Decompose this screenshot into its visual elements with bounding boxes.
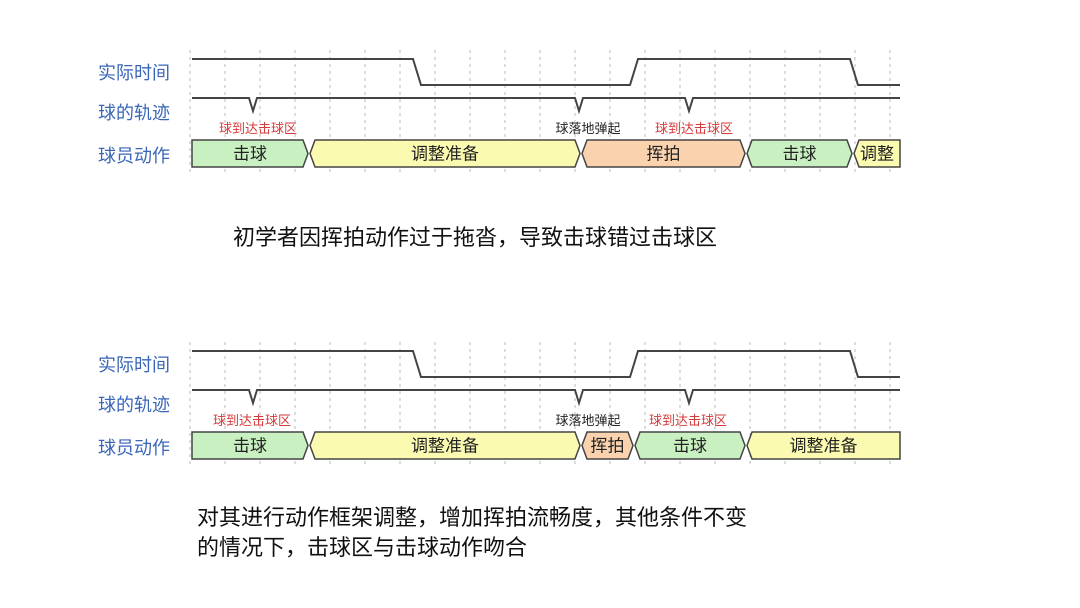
event-label: 球落地弹起 [555,414,620,429]
caption-adjusted: 对其进行动作框架调整，增加挥拍流畅度，其他条件不变 的情况下，击球区与击球动作吻… [197,504,747,564]
action-label: 击球 [233,145,267,165]
action-label: 调整准备 [411,145,479,165]
action-segment-swing [581,139,746,168]
action-segment-hit [746,139,853,168]
action-segment-hit [191,431,309,460]
action-segment-prepare [853,139,901,168]
event-label: 球到达击球区 [213,414,291,429]
real-time-signal [192,58,900,86]
row-label: 球员动作 [98,146,170,167]
row-label: 实际时间 [98,63,170,84]
caption-adjusted-line-1: 对其进行动作框架调整，增加挥拍流畅度，其他条件不变 [197,506,748,531]
action-label: 调整 [860,145,894,165]
action-label: 击球 [673,437,707,457]
row-label: 实际时间 [98,355,170,376]
row-label: 球的轨迹 [98,395,170,416]
event-label: 球落地弹起 [555,122,620,137]
action-label: 击球 [783,145,817,165]
action-segment-prepare [309,139,581,168]
action-segment-prepare [309,431,581,460]
action-label: 调整准备 [411,437,479,457]
action-label: 调整准备 [790,437,858,457]
event-label: 球到达击球区 [655,122,733,137]
action-segment-hit [634,431,746,460]
event-label: 球到达击球区 [649,414,727,429]
ball-trajectory-signal [192,389,900,407]
caption-adjusted-line-2: 的情况下，击球区与击球动作吻合 [197,536,528,561]
row-label: 球员动作 [98,438,170,459]
action-label: 挥拍 [591,437,625,457]
action-label: 击球 [233,437,267,457]
event-label: 球到达击球区 [219,122,297,137]
real-time-signal [192,350,900,378]
action-segment-swing [581,431,634,460]
action-segment-hit [191,139,309,168]
action-label: 挥拍 [647,145,681,165]
ball-trajectory-signal [192,97,900,115]
row-label: 球的轨迹 [98,103,170,124]
caption-beginner: 初学者因挥拍动作过于拖沓，导致击球错过击球区 [233,226,718,251]
action-segment-prepare [746,431,901,460]
